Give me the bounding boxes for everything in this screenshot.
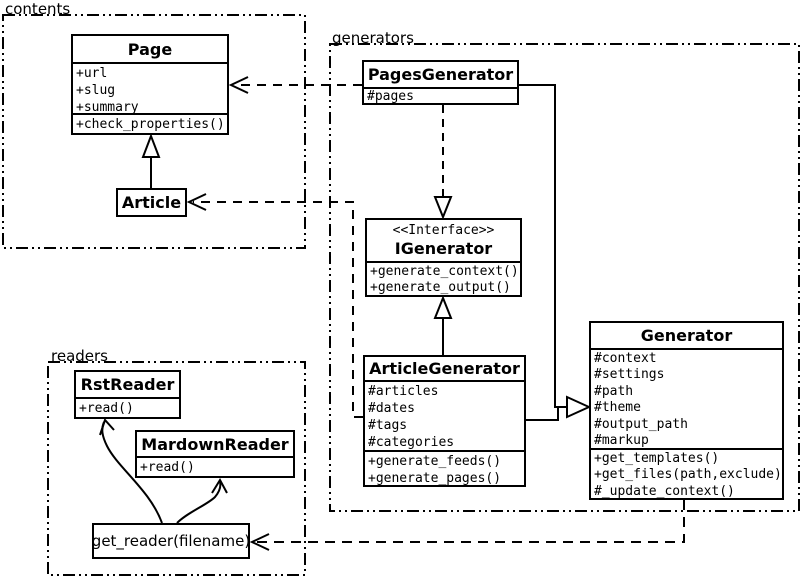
package-label-contents: contents bbox=[5, 0, 71, 18]
interface-igenerator-methods: +generate_context() +generate_output() bbox=[367, 261, 520, 295]
class-rstreader-name: RstReader bbox=[80, 375, 175, 394]
attribute: #pages bbox=[367, 89, 414, 104]
method: +get_files(path,exclude) bbox=[594, 467, 782, 483]
class-article-name: Article bbox=[121, 193, 182, 212]
call-getreader-to-rstreader bbox=[99, 418, 163, 524]
class-mardownreader-methods: +read() bbox=[137, 456, 293, 476]
attribute: #tags bbox=[368, 418, 408, 433]
function-get-reader: get_reader(filename) bbox=[92, 523, 250, 559]
call-getreader-to-mardownreader bbox=[176, 477, 228, 524]
method: +read() bbox=[140, 460, 195, 475]
attribute: #path bbox=[594, 383, 634, 399]
method: +check_properties() bbox=[76, 117, 225, 132]
class-page-methods: +check_properties() bbox=[73, 113, 227, 133]
attribute: #settings bbox=[594, 367, 665, 383]
package-label-readers: readers bbox=[51, 347, 108, 365]
class-pagesgenerator-name: PagesGenerator bbox=[367, 65, 514, 84]
class-mardownreader: MardownReader +read() bbox=[135, 430, 295, 478]
method: +generate_feeds() bbox=[368, 454, 502, 469]
interface-igenerator-header: <<Interface>> IGenerator bbox=[367, 220, 520, 261]
attribute: #context bbox=[594, 351, 657, 366]
class-articlegenerator-attributes: #articles #dates #tags #categories bbox=[365, 380, 524, 450]
dependency-articlegenerator-to-article bbox=[186, 193, 363, 418]
class-mardownreader-name: MardownReader bbox=[141, 434, 289, 454]
interface-stereotype: <<Interface>> bbox=[392, 223, 495, 238]
attribute: #articles bbox=[368, 384, 439, 399]
class-page-attributes: +url +slug +summary bbox=[73, 62, 227, 113]
attribute: #output_path bbox=[594, 416, 688, 432]
package-frame-generators bbox=[329, 43, 800, 512]
attribute: #dates bbox=[368, 401, 415, 416]
class-articlegenerator-name: ArticleGenerator bbox=[369, 359, 520, 378]
class-page-name: Page bbox=[127, 39, 173, 59]
class-article: Article bbox=[116, 188, 187, 217]
class-pagesgenerator-attributes: #pages bbox=[364, 87, 517, 103]
method: #_update_context() bbox=[594, 483, 735, 498]
class-pagesgenerator: PagesGenerator #pages bbox=[362, 60, 519, 105]
dependency-pagesgenerator-to-page bbox=[228, 76, 362, 94]
method: +generate_context() bbox=[370, 264, 519, 279]
method: +get_templates() bbox=[594, 451, 720, 466]
attribute: #markup bbox=[594, 433, 649, 448]
package-frame-readers bbox=[47, 361, 306, 576]
generalization-article-to-page bbox=[141, 133, 161, 188]
class-rstreader-methods: +read() bbox=[76, 397, 179, 417]
class-articlegenerator-methods: +generate_feeds() +generate_pages() bbox=[365, 450, 524, 485]
dependency-generator-to-getreader bbox=[249, 500, 685, 551]
class-rstreader: RstReader +read() bbox=[74, 370, 181, 419]
attribute: +slug bbox=[76, 83, 116, 98]
package-label-generators: generators bbox=[332, 29, 414, 47]
attribute: +summary bbox=[76, 100, 139, 113]
interface-igenerator-name: IGenerator bbox=[394, 239, 493, 258]
class-page: Page +url +slug +summary +check_properti… bbox=[71, 34, 229, 135]
realization-pagesgenerator-to-igenerator bbox=[433, 105, 453, 220]
generalization-articlegenerator-to-igenerator bbox=[433, 295, 453, 355]
method: +generate_output() bbox=[370, 279, 511, 295]
class-generator: Generator #context #settings #path #them… bbox=[589, 321, 784, 500]
attribute: #theme bbox=[594, 400, 641, 416]
package-frame-contents bbox=[2, 14, 306, 249]
generalization-generators-to-generator bbox=[519, 84, 592, 421]
method: +generate_pages() bbox=[368, 471, 502, 485]
class-articlegenerator: ArticleGenerator #articles #dates #tags … bbox=[363, 355, 526, 487]
class-generator-name: Generator bbox=[640, 326, 733, 345]
function-get-reader-label: get_reader(filename) bbox=[91, 532, 251, 550]
attribute: +url bbox=[76, 66, 108, 81]
class-generator-methods: +get_templates() +get_files(path,exclude… bbox=[591, 448, 782, 498]
interface-igenerator: <<Interface>> IGenerator +generate_conte… bbox=[365, 218, 522, 297]
method: +read() bbox=[79, 401, 134, 416]
class-generator-attributes: #context #settings #path #theme #output_… bbox=[591, 348, 782, 448]
attribute: #categories bbox=[368, 435, 455, 450]
